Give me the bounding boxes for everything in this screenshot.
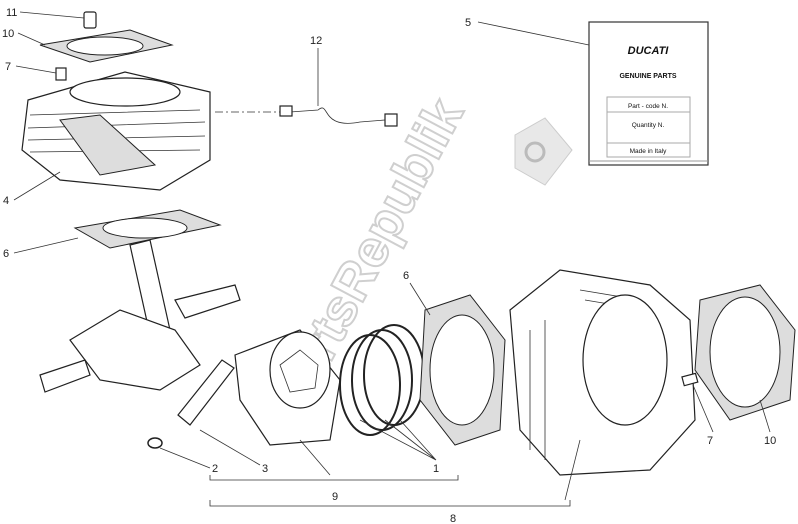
callout-9: 9 xyxy=(332,491,338,503)
callout-1: 1 xyxy=(433,463,439,475)
callout-10: 10 xyxy=(2,28,14,40)
callout-7: 7 xyxy=(5,61,11,73)
part-cylinder-4[interactable] xyxy=(21,71,211,191)
part-base-gasket-6-left[interactable] xyxy=(73,209,222,249)
leader-lines xyxy=(13,11,771,507)
watermark-gear-icon xyxy=(514,117,573,186)
part-cylinder-right[interactable] xyxy=(509,269,696,476)
callout-10-right: 10 xyxy=(764,435,776,447)
part-circlip-2[interactable] xyxy=(147,437,163,449)
callout-2: 2 xyxy=(212,463,218,475)
svg-text:Made in Italy: Made in Italy xyxy=(630,148,668,155)
part-piston-pin-3[interactable] xyxy=(177,359,235,426)
callout-3: 3 xyxy=(262,463,268,475)
callout-12: 12 xyxy=(310,35,322,47)
callout-5: 5 xyxy=(465,17,471,29)
callout-11: 11 xyxy=(6,7,17,19)
part-head-gasket-10-right[interactable] xyxy=(694,284,796,421)
callout-8: 8 xyxy=(450,513,456,524)
part-dowel-7-right[interactable] xyxy=(681,372,699,387)
part-base-gasket-6-right[interactable] xyxy=(419,294,506,446)
svg-text:GENUINE PARTS: GENUINE PARTS xyxy=(619,73,676,80)
callout-6-right: 6 xyxy=(403,270,409,282)
part-sensor-12[interactable] xyxy=(279,105,398,127)
callout-4: 4 xyxy=(3,195,9,207)
part-piston[interactable] xyxy=(234,329,341,446)
part-crankshaft[interactable] xyxy=(39,239,241,393)
genuine-parts-card: DUCATI GENUINE PARTS Part - code N. Quan… xyxy=(588,21,709,166)
part-head-gasket-10-top[interactable] xyxy=(39,29,174,63)
svg-text:Quantity N.: Quantity N. xyxy=(632,122,665,129)
part-dowel-7-top[interactable] xyxy=(55,67,67,81)
callout-6: 6 xyxy=(3,248,9,260)
part-piston-rings-1[interactable] xyxy=(339,324,425,436)
svg-text:Part - code N.: Part - code N. xyxy=(628,103,668,110)
callout-7-right: 7 xyxy=(707,435,713,447)
svg-text:DUCATI: DUCATI xyxy=(628,45,670,57)
part-sleeve-11[interactable] xyxy=(83,11,97,29)
